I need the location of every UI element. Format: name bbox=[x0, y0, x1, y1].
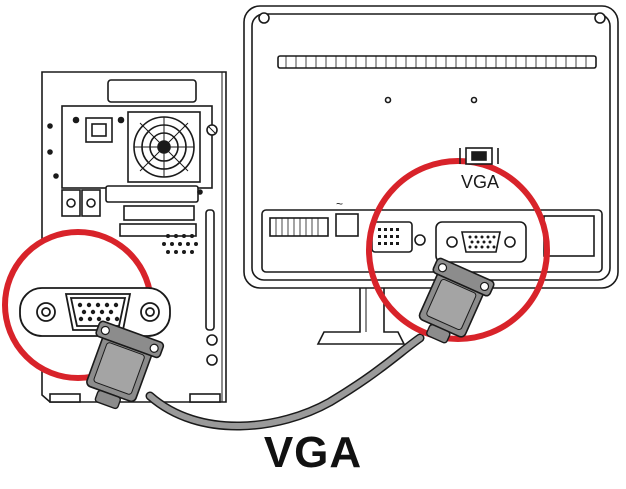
monitor: ~ bbox=[243, 5, 619, 345]
vga-port-icon bbox=[459, 147, 499, 165]
cable-connector-monitor-end bbox=[418, 257, 495, 344]
cable-connector-computer-end bbox=[86, 320, 165, 410]
monitor-port-callout-ring bbox=[366, 158, 550, 342]
diagram-caption: VGA bbox=[263, 428, 363, 477]
port-label: VGA bbox=[461, 172, 499, 192]
computer-vga-port-zoom bbox=[19, 287, 171, 337]
vga-cable bbox=[145, 333, 425, 431]
power-symbol: ~ bbox=[336, 197, 343, 211]
